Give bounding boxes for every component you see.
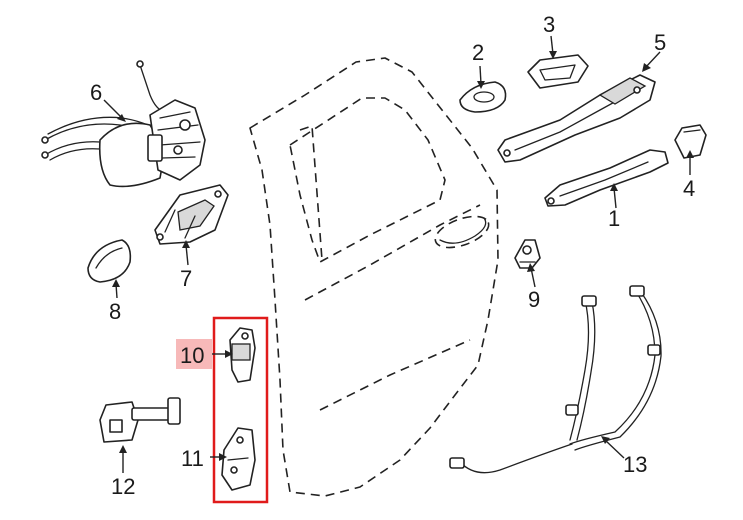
part-2-handle-gasket	[459, 81, 507, 113]
part-4-cylinder-cap	[674, 124, 707, 159]
part-9-door-striker	[514, 239, 541, 269]
callout-10: 10	[180, 343, 204, 368]
callout-labels: 1 2 3 4 5 6 7 8 9 10 11 12 13	[90, 12, 695, 499]
callout-2: 2	[472, 40, 484, 65]
leader-lines	[103, 35, 694, 473]
callout-9: 9	[528, 287, 540, 312]
part-7-inside-door-handle	[154, 184, 229, 245]
callout-5: 5	[654, 30, 666, 55]
callout-10-highlight	[176, 339, 212, 369]
callout-13: 13	[623, 452, 647, 477]
part-8-handle-bezel	[87, 239, 132, 283]
part-6-door-latch-assembly	[41, 60, 206, 188]
callout-7: 7	[180, 266, 192, 291]
part-5-outside-handle-frame	[497, 74, 656, 163]
callout-1: 1	[608, 206, 620, 231]
callout-8: 8	[109, 299, 121, 324]
callout-11: 11	[181, 446, 204, 471]
striker-group-box	[212, 316, 269, 504]
part-12-door-check	[99, 397, 181, 443]
callout-4: 4	[683, 176, 695, 201]
part-11-striker-plate	[221, 427, 256, 491]
callout-6: 6	[90, 80, 102, 105]
part-13-door-cable	[449, 285, 662, 474]
rear-door-outline	[249, 57, 499, 497]
callout-12: 12	[111, 474, 135, 499]
part-3-handle-gasket	[527, 54, 589, 89]
part-10-striker-shim	[229, 327, 256, 383]
part-1-outside-door-handle	[544, 149, 669, 207]
callout-3: 3	[543, 12, 555, 37]
